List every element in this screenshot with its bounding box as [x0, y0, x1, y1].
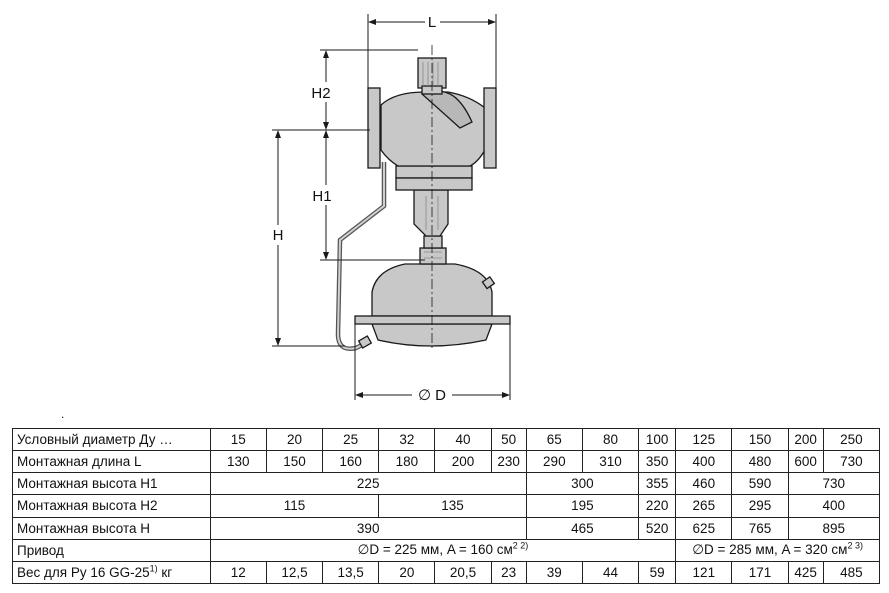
bonnet-flange-lower: [395, 177, 473, 191]
table-cell: 125: [675, 427, 733, 452]
table-cell: 195: [525, 494, 640, 518]
coupling-neck: [423, 235, 443, 249]
table-cell: 23: [490, 560, 527, 585]
table-cell: 290: [525, 450, 583, 474]
table-cell: 40: [434, 427, 492, 452]
table-cell: 160: [322, 450, 380, 474]
table-cell: 59: [638, 560, 677, 585]
table-cell: 65: [525, 427, 583, 452]
table-cell: 200: [787, 427, 824, 452]
table-row-actuator: Привод ∅D = 225 мм, A = 160 см2 2) ∅D = …: [12, 538, 880, 562]
dim-label-H2: H2: [311, 85, 330, 102]
table-cell: 115: [209, 494, 380, 518]
valve-drawing: L H2 H1 H ∅ D: [272, 14, 511, 404]
table-row-weight: Вес для Ру 16 GG-251) кг 12 12,5 13,5 20…: [12, 560, 881, 585]
table-cell: 12,5: [265, 560, 324, 585]
flange-left: [367, 87, 381, 169]
table-cell: 480: [731, 450, 789, 474]
table-cell: 350: [638, 450, 677, 474]
table-cell: 465: [525, 516, 640, 540]
table-cell: 250: [822, 427, 881, 452]
table-cell: 50: [490, 427, 527, 452]
table-cell: 32: [378, 427, 436, 452]
table-row-height-h1: Монтажная высота H1 225 300 355 460 590 …: [12, 472, 881, 496]
table-cell: 20: [378, 560, 436, 585]
table-cell: 300: [525, 472, 640, 496]
table-cell: 121: [675, 560, 733, 585]
row-label: Привод: [12, 538, 211, 562]
actuator-dome: [371, 263, 493, 317]
stray-dot: .: [61, 407, 65, 421]
actuator-flange: [354, 315, 511, 325]
table-cell: 150: [731, 427, 789, 452]
table-cell: 20,5: [434, 560, 492, 585]
table-cell: 425: [787, 560, 824, 585]
row-label: Монтажная длина L: [12, 450, 211, 474]
row-label: Монтажная высота H: [12, 516, 211, 540]
table-cell: 765: [731, 516, 789, 540]
vent-plug: [481, 275, 496, 290]
dim-label-H: H: [273, 227, 284, 244]
row-label: Вес для Ру 16 GG-251) кг: [12, 560, 211, 585]
table-cell: 730: [822, 450, 881, 474]
table-cell: 730: [787, 472, 881, 496]
table-cell: 230: [490, 450, 527, 474]
row-label: Монтажная высота H1: [12, 472, 211, 496]
impulse-fitting: [357, 335, 373, 349]
table-cell: ∅D = 285 мм, A = 320 см2 3): [675, 538, 880, 562]
stem-housing: [413, 189, 449, 237]
table-cell: 460: [675, 472, 733, 496]
bonnet-flange-upper: [395, 165, 473, 179]
table-cell: 310: [581, 450, 640, 474]
table-row-nominal-diameter: Условный диаметр Ду … 15 20 25 32 40 50 …: [12, 427, 881, 452]
table-cell: 625: [675, 516, 733, 540]
row-label: Монтажная высота H2: [12, 494, 211, 518]
table-cell: 200: [434, 450, 492, 474]
table-cell: 220: [638, 494, 677, 518]
table-cell: 180: [378, 450, 436, 474]
dim-label-D: ∅ D: [418, 387, 446, 404]
table-cell: 400: [675, 450, 733, 474]
table-cell: 390: [209, 516, 527, 540]
table-cell: 39: [525, 560, 583, 585]
table-cell: 225: [209, 472, 527, 496]
table-cell: 15: [209, 427, 267, 452]
table-cell: 100: [638, 427, 677, 452]
table-cell: 12: [209, 560, 267, 585]
table-cell: 520: [638, 516, 677, 540]
table-cell: 150: [265, 450, 324, 474]
table-row-height-h: Монтажная высота H 390 465 520 625 765 8…: [12, 516, 881, 540]
dim-label-H1: H1: [312, 188, 331, 205]
table-cell: 295: [731, 494, 789, 518]
table-cell: 171: [731, 560, 789, 585]
spec-table: Условный диаметр Ду … 15 20 25 32 40 50 …: [12, 427, 881, 585]
table-cell: 895: [787, 516, 881, 540]
dim-label-L: L: [428, 14, 436, 31]
table-cell: 355: [638, 472, 677, 496]
table-cell: 590: [731, 472, 789, 496]
table-cell: ∅D = 225 мм, A = 160 см2 2): [209, 538, 677, 562]
table-cell: 600: [787, 450, 824, 474]
table-cell: 135: [378, 494, 527, 518]
table-cell: 44: [581, 560, 640, 585]
table-cell: 485: [822, 560, 881, 585]
table-cell: 13,5: [322, 560, 380, 585]
table-cell: 130: [209, 450, 267, 474]
table-cell: 25: [322, 427, 380, 452]
row-label: Условный диаметр Ду …: [12, 427, 211, 452]
table-row-height-h2: Монтажная высота H2 115 135 195 220 265 …: [12, 494, 881, 518]
table-cell: 400: [787, 494, 881, 518]
table-row-installation-length: Монтажная длина L 130 150 160 180 200 23…: [12, 450, 881, 474]
table-cell: 20: [265, 427, 324, 452]
table-cell: 265: [675, 494, 733, 518]
table-cell: 80: [581, 427, 640, 452]
coupling-nut: [419, 247, 447, 265]
flange-right: [483, 87, 497, 169]
